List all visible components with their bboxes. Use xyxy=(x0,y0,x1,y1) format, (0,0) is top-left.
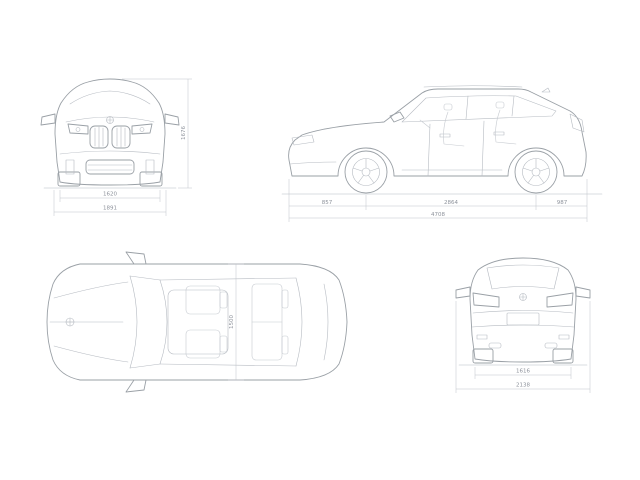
side-glass xyxy=(401,95,557,123)
side-dimensions: 857 2864 987 4708 xyxy=(288,179,588,222)
lower-intake xyxy=(85,159,135,175)
rear-dimensions: 1616 2138 xyxy=(455,301,591,393)
right-mirror xyxy=(575,286,591,299)
rear-door-seam xyxy=(481,120,485,177)
dim-width-incl-mirrors: 2138 xyxy=(516,383,530,389)
front-wheel xyxy=(344,150,388,194)
dim-rear-overhang: 987 xyxy=(557,200,568,206)
cowl-line xyxy=(129,275,138,369)
dim-wheelbase: 2864 xyxy=(444,200,458,206)
right-headlight xyxy=(131,123,153,135)
rear-window-line xyxy=(295,277,303,367)
right-reflector xyxy=(558,334,570,340)
interior-seats xyxy=(419,101,517,147)
rear-door-handle xyxy=(493,131,505,136)
left-exhaust xyxy=(488,342,502,349)
dim-rear-track: 1616 xyxy=(516,369,530,375)
side-view: 857 2864 987 4708 xyxy=(272,58,612,228)
roof-rail xyxy=(423,85,523,88)
rear-view: 1616 2138 xyxy=(443,237,603,407)
windshield-top-line xyxy=(159,279,168,365)
kidney-grille xyxy=(89,125,131,149)
left-reflector xyxy=(476,334,488,340)
left-headlight-lens xyxy=(75,127,81,132)
bumper-crease xyxy=(59,150,161,155)
dim-front-height: 1676 xyxy=(181,126,187,140)
bmw-logo-icon xyxy=(519,293,527,301)
left-side-intake xyxy=(65,159,75,175)
right-side-intake xyxy=(145,159,155,175)
front-door-handle xyxy=(439,133,451,138)
sunroof xyxy=(167,289,229,355)
side-mirror xyxy=(389,111,405,123)
windshield-line xyxy=(69,90,151,105)
rear-wheel xyxy=(514,150,558,194)
rear-window xyxy=(486,264,560,290)
left-mirror xyxy=(455,286,471,299)
top-car-drawing xyxy=(46,251,348,393)
car-body-outline xyxy=(469,257,577,363)
tailgate-line xyxy=(323,283,329,361)
left-mirror xyxy=(40,113,56,126)
side-car-drawing xyxy=(281,85,603,195)
rear-left-tire xyxy=(472,348,494,364)
dim-interior-width: 1500 xyxy=(229,315,235,329)
front-right-tire xyxy=(139,171,163,187)
tailgate-crease xyxy=(472,310,574,314)
car-body-outline xyxy=(288,88,587,177)
rear-car-drawing xyxy=(455,257,591,366)
dim-front-track: 1620 xyxy=(103,192,117,198)
hood-crease-top xyxy=(53,281,129,299)
headlight xyxy=(291,134,315,146)
right-exhaust xyxy=(544,342,558,349)
rear-right-tire xyxy=(552,348,574,364)
roof-edge-top xyxy=(159,277,297,281)
top-view: 1500 xyxy=(28,242,363,402)
left-taillight xyxy=(472,292,500,308)
right-mirror xyxy=(125,379,147,393)
bmw-logo-icon xyxy=(106,116,114,124)
front-car-drawing xyxy=(40,78,180,189)
left-headlight xyxy=(67,123,89,135)
hood-crease-bottom xyxy=(53,345,129,363)
front-door-seam xyxy=(427,123,431,177)
antenna-fin xyxy=(541,87,551,93)
dim-overall-length: 4708 xyxy=(431,212,445,218)
car-body-outline xyxy=(46,263,348,381)
left-mirror xyxy=(125,251,147,265)
license-plate-recess xyxy=(506,312,540,326)
roof-edge-bottom xyxy=(159,363,297,367)
front-bumper-crease xyxy=(289,161,337,165)
right-taillight xyxy=(546,292,574,308)
bmw-logo-icon xyxy=(65,317,75,327)
right-headlight-lens xyxy=(139,127,145,132)
dim-front-overhang: 857 xyxy=(322,200,333,206)
seats xyxy=(185,283,289,361)
dim-front-width: 1891 xyxy=(103,206,117,212)
taillight xyxy=(569,113,585,133)
front-view: 1620 1891 1676 xyxy=(30,62,205,222)
front-dimensions: 1620 1891 1676 xyxy=(53,78,192,216)
front-left-tire xyxy=(57,171,81,187)
right-mirror xyxy=(164,113,180,126)
car-body-outline xyxy=(54,78,166,186)
top-dimensions: 1500 xyxy=(228,263,244,381)
